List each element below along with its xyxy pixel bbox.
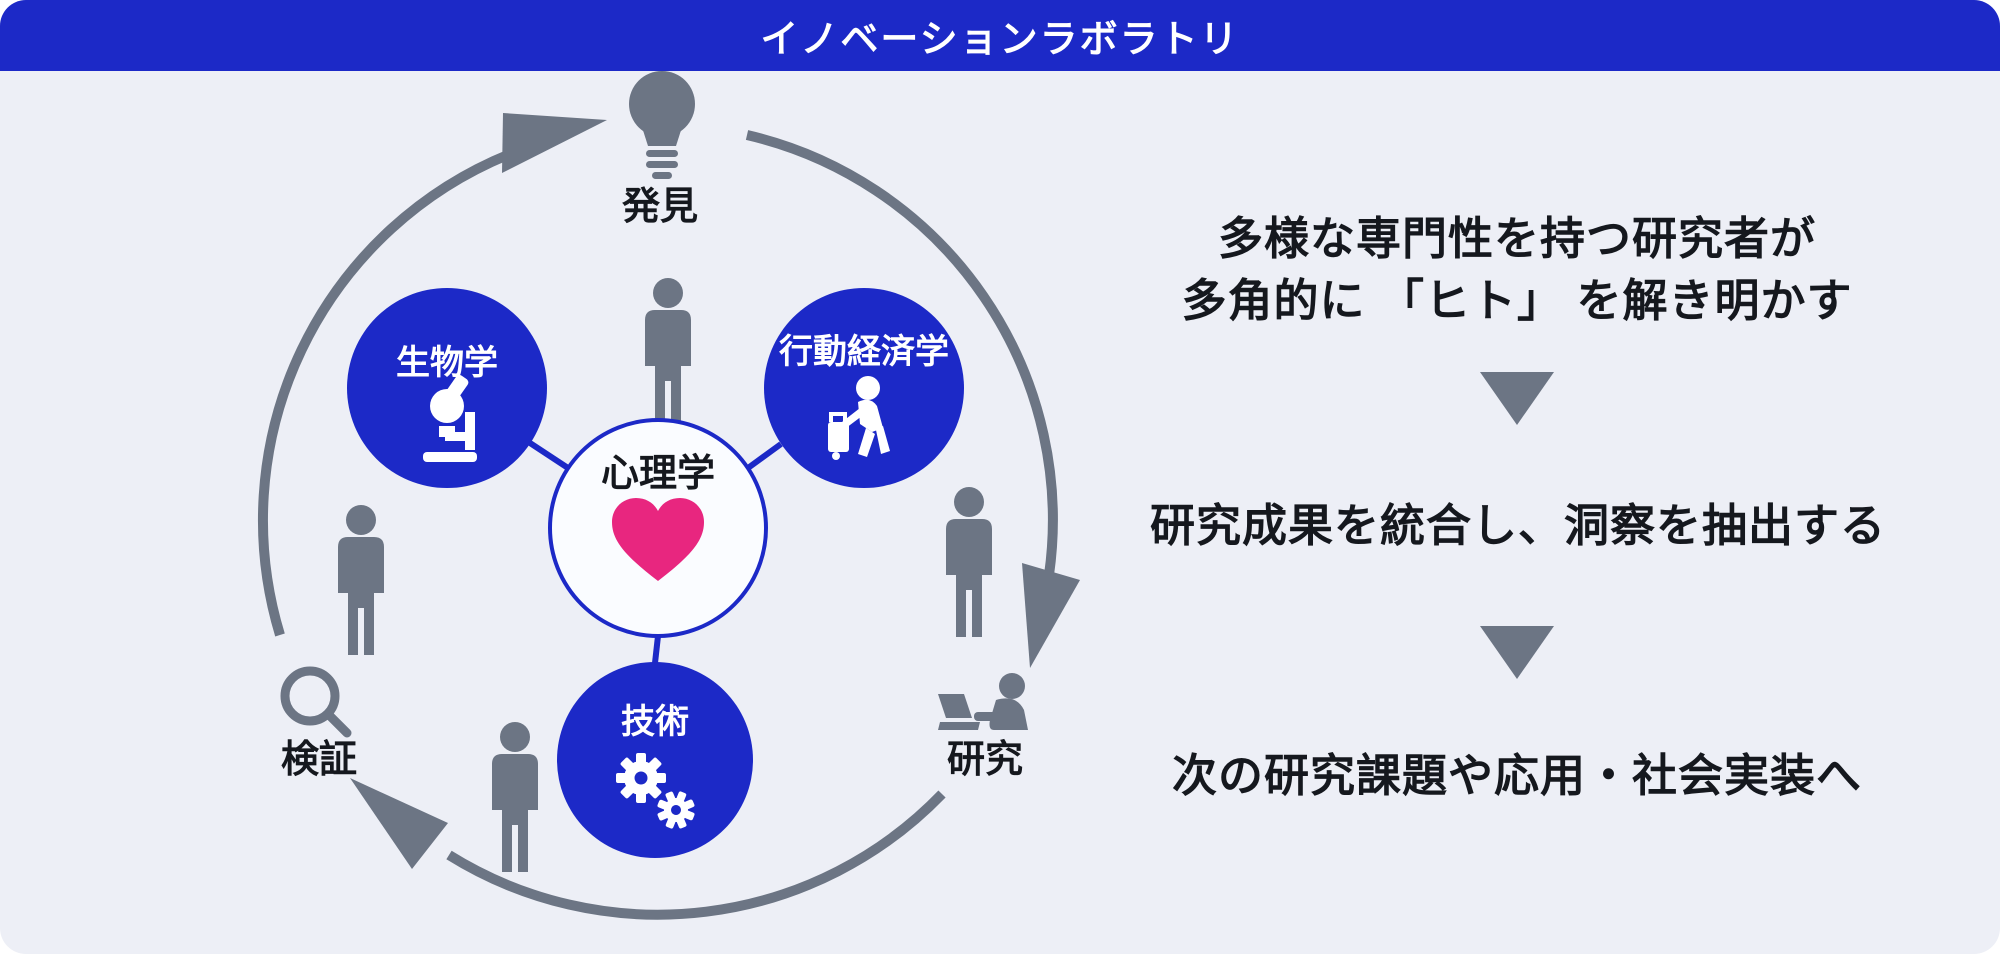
connector-behavioral-economics — [746, 441, 783, 471]
arrowhead-bottom-left-icon — [350, 778, 448, 869]
discipline-label-technology: 技術 — [621, 703, 689, 741]
process-step-2: 研究成果を統合し、洞察を抽出する — [1150, 495, 1887, 557]
person-silhouette-icon — [946, 487, 992, 637]
cycle-arc-left — [257, 149, 512, 637]
process-step-1: 多様な専門性を持つ研究者が 多角的に 「ヒト」 を解き明かす — [1150, 208, 1884, 332]
cycle-arc-ring — [257, 130, 1058, 920]
process-step-3-line-1: 次の研究課題や応用・社会実装へ — [1171, 750, 1862, 801]
process-flow: 多様な専門性を持つ研究者が 多角的に 「ヒト」 を解き明かす 研究成果を統合し、… — [1150, 0, 1887, 954]
hub-connectors — [528, 440, 783, 664]
researcher-at-laptop-icon — [938, 673, 1028, 730]
stage-label-discovery: 発見 — [622, 186, 698, 228]
traveler-with-luggage-icon — [828, 376, 890, 460]
title-bar: イノベーションラボラトリ — [0, 0, 2000, 71]
cycle-arc-top-right — [745, 130, 1058, 576]
stage-label-research: 研究 — [947, 739, 1023, 781]
arrow-down-icon — [1480, 626, 1554, 679]
lightbulb-icon — [629, 71, 695, 179]
arrowhead-top-left-icon — [502, 113, 607, 173]
person-silhouette-icon — [492, 722, 538, 872]
process-step-1-line-1: 多様な専門性を持つ研究者が — [1217, 213, 1816, 264]
magnifier-icon — [280, 666, 352, 738]
process-step-1-line-2: 多角的に 「ヒト」 を解き明かす — [1181, 275, 1853, 326]
process-step-2-line-1: 研究成果を統合し、洞察を抽出する — [1150, 500, 1887, 551]
discipline-label-behavioral-economics: 行動経済学 — [779, 332, 949, 371]
microscope-icon — [423, 374, 477, 462]
cycle-arc-bottom — [446, 790, 946, 920]
connector-technology — [652, 635, 661, 664]
connector-biology — [528, 440, 570, 471]
discipline-circle-technology: 技術 — [557, 662, 753, 858]
discipline-circle-biology: 生物学 — [347, 288, 547, 488]
hub-circle-psychology: 心理学 — [548, 418, 768, 638]
discipline-label-biology: 生物学 — [396, 343, 498, 382]
discipline-circle-behavioral-economics: 行動経済学 — [764, 288, 964, 488]
stage-label-verification: 検証 — [281, 739, 357, 781]
arrowhead-right-icon — [1022, 563, 1080, 668]
process-step-3: 次の研究課題や応用・社会実装へ — [1150, 745, 1884, 807]
arrow-down-icon — [1480, 372, 1554, 425]
gears-icon — [616, 753, 695, 829]
person-silhouette-icon — [338, 505, 384, 655]
page-title: イノベーションラボラトリ — [760, 19, 1240, 61]
hub-label-psychology: 心理学 — [601, 452, 715, 495]
cycle-arrowheads — [350, 113, 1080, 869]
heart-icon — [612, 498, 704, 581]
person-silhouette-icon — [645, 278, 691, 428]
